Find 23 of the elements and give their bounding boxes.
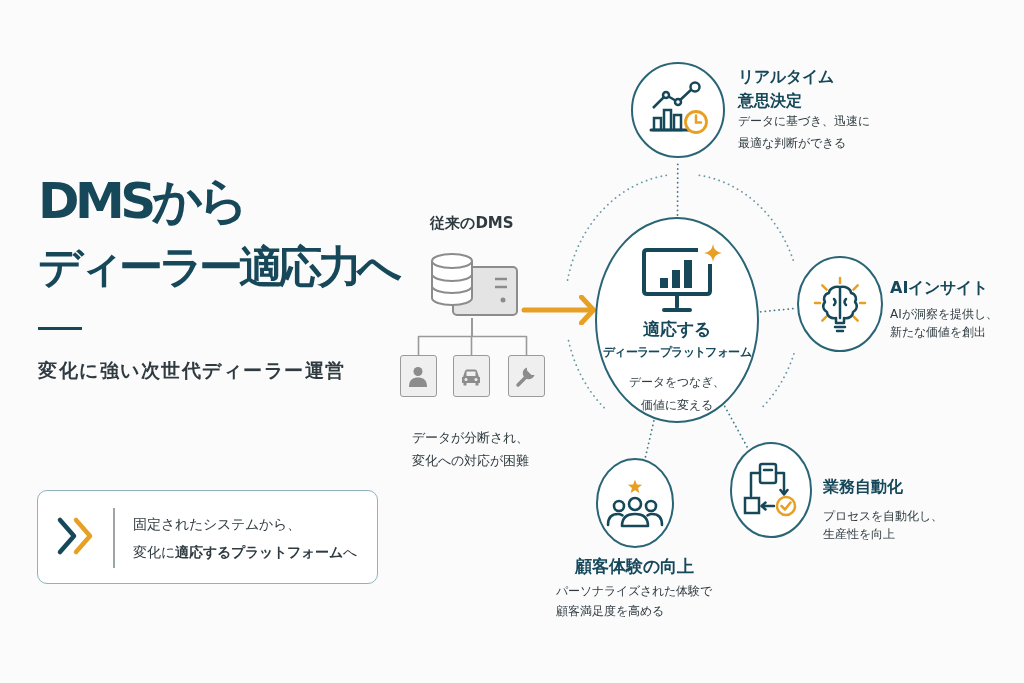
dotted-connector [759, 307, 797, 313]
platform-text: データをつなぎ、価値に変える [628, 374, 726, 414]
callout-card [37, 490, 378, 584]
arrow [521, 294, 596, 326]
caption: データが分断され、変化への対応が困難 [412, 429, 530, 470]
dotted-connector [644, 420, 655, 459]
section-heading: 従来のDMS [429, 213, 515, 234]
feature-heading: 顧客体験の向上 [573, 556, 695, 578]
feature-heading: リアルタイム意思決定 [738, 67, 835, 112]
platform-heading: 適応するディーラープラットフォーム [602, 318, 752, 361]
subtitle: 変化に強い次世代ディーラー運営 [38, 359, 346, 383]
title: DMSからディーラー適応力へ [38, 171, 399, 294]
feature-text: パーソナライズされた体験で顧客満足度を高める [556, 583, 713, 620]
connector-line [471, 317, 528, 356]
feature-text: データに基づき、迅速に最適な判断ができる [738, 113, 871, 152]
feature-text: AIが洞察を提供し、新たな価値を創出 [890, 306, 999, 341]
icon-tile [508, 355, 545, 397]
feature-heading: AIインサイト [890, 277, 990, 299]
feature-text: プロセスを自動化し、生産性を向上 [823, 508, 944, 543]
callout-text: 固定されたシステムから、変化に適応するプラットフォームへ [133, 514, 357, 562]
icon-tile [453, 355, 490, 397]
feature-heading: 業務自動化 [823, 476, 904, 498]
icon-tile [400, 355, 437, 397]
